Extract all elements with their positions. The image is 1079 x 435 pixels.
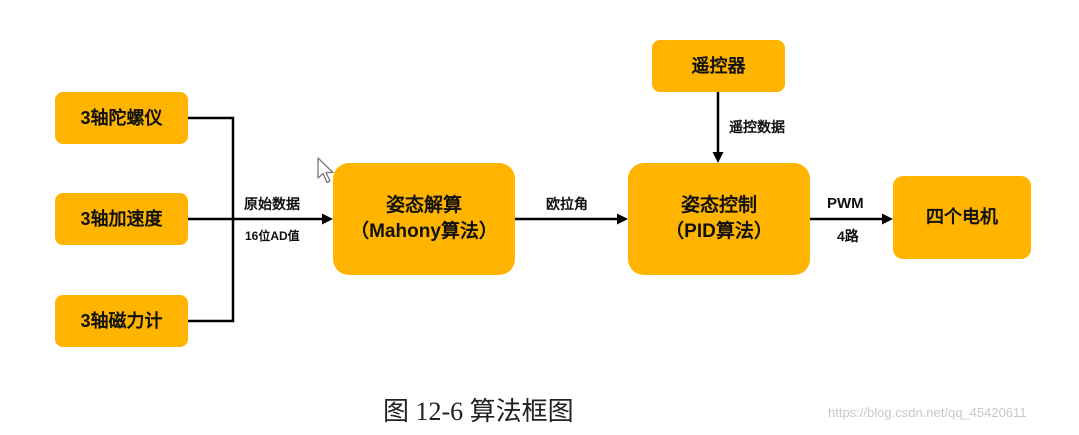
accel-node: 3轴加速度	[55, 193, 188, 245]
gyro-label: 3轴陀螺仪	[80, 107, 163, 128]
raw-data-format-label: 16位AD值	[245, 229, 300, 243]
raw-data-label: 原始数据	[244, 196, 300, 212]
attitude-control-title: 姿态控制	[680, 195, 757, 217]
remote-node: 遥控器	[652, 40, 785, 92]
attitude-control-subtitle: （PID算法）	[665, 221, 773, 242]
watermark: https://blog.csdn.net/qq_45420611	[828, 405, 1027, 420]
remote-data-arrowhead	[712, 152, 724, 163]
figure-caption: 图 12-6 算法框图	[383, 397, 574, 426]
pwm-arrowhead	[882, 213, 893, 225]
gyro-node: 3轴陀螺仪	[55, 92, 188, 144]
motors-node: 四个电机	[893, 176, 1031, 259]
attitude-solver-subtitle: （Mahony算法）	[350, 221, 498, 242]
accel-label: 3轴加速度	[80, 208, 163, 229]
pwm-channels-label: 4路	[837, 228, 859, 244]
attitude-control-node: 姿态控制 （PID算法）	[628, 163, 810, 275]
attitude-solver-node: 姿态解算 （Mahony算法）	[333, 163, 515, 275]
mouse-cursor-icon	[317, 157, 334, 184]
pwm-label: PWM	[827, 195, 864, 212]
mag-label: 3轴磁力计	[80, 310, 163, 331]
euler-arrowhead	[617, 213, 628, 225]
motors-label: 四个电机	[926, 207, 998, 228]
remote-label: 遥控器	[691, 55, 746, 76]
remote-data-label: 遥控数据	[729, 119, 785, 135]
euler-label: 欧拉角	[546, 196, 588, 212]
raw-data-arrowhead	[322, 213, 333, 225]
mag-node: 3轴磁力计	[55, 295, 188, 347]
attitude-solver-title: 姿态解算	[385, 195, 462, 217]
